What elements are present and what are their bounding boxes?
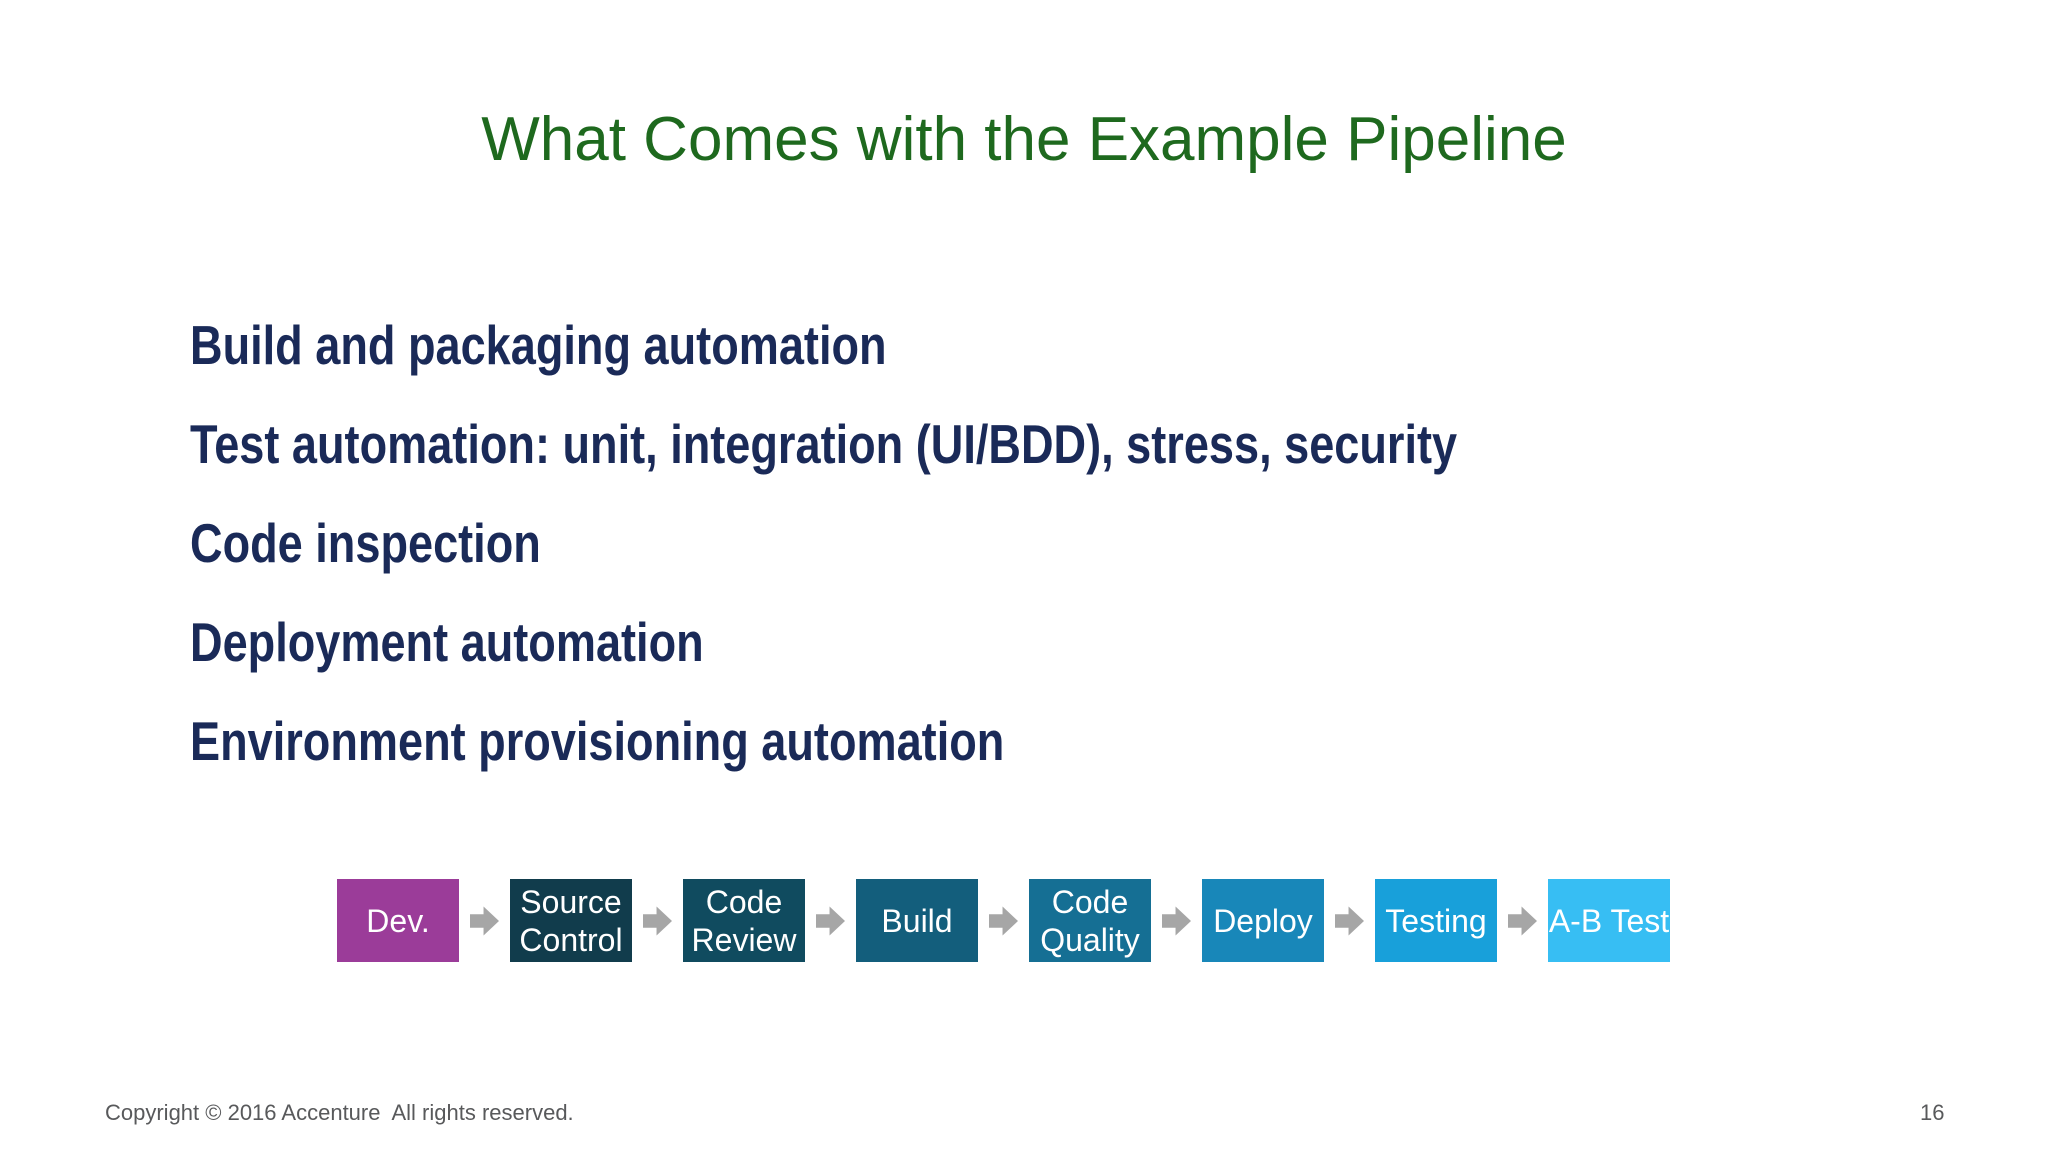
arrow-right-icon (1508, 904, 1537, 938)
pipeline-step-code-review: Code Review (683, 879, 805, 962)
pipeline-step-label: A-B Test (1548, 902, 1670, 939)
pipeline-step-testing: Testing (1375, 879, 1497, 962)
arrow-right-icon (1335, 904, 1364, 938)
pipeline-step-code-quality: Code Quality (1029, 879, 1151, 962)
pipeline-step-label: Source Control (519, 883, 623, 958)
pipeline-step-label: Build (881, 902, 953, 939)
slide-title: What Comes with the Example Pipeline (481, 105, 1567, 174)
pipeline-step-label: Testing (1385, 902, 1487, 939)
pipeline-step-source-control: Source Control (510, 879, 632, 962)
pipeline-diagram: Dev. Source Control Code Review Build Co… (337, 879, 1670, 962)
pipeline-step-deploy: Deploy (1202, 879, 1324, 962)
arrow-right-icon (816, 904, 845, 938)
arrow-right-icon (989, 904, 1018, 938)
page-number: 16 (1920, 1100, 1945, 1125)
pipeline-step-ab-test: A-B Test (1548, 879, 1670, 962)
pipeline-step-label: Code Quality (1040, 883, 1140, 958)
pipeline-step-build: Build (856, 879, 978, 962)
bullet-line: Build and packaging automation (190, 314, 887, 376)
bullet-line: Code inspection (190, 512, 541, 574)
arrow-right-icon (643, 904, 672, 938)
bullet-line: Environment provisioning automation (190, 710, 1005, 772)
pipeline-step-dev: Dev. (337, 879, 459, 962)
bullet-list: Build and packaging automation Test auto… (190, 296, 1457, 791)
copyright-text: Copyright © 2016 Accenture All rights re… (105, 1100, 574, 1125)
arrow-right-icon (470, 904, 499, 938)
pipeline-step-label: Deploy (1213, 902, 1313, 939)
bullet-line: Deployment automation (190, 611, 704, 673)
pipeline-step-label: Code Review (691, 883, 797, 958)
pipeline-step-label: Dev. (366, 902, 430, 939)
arrow-right-icon (1162, 904, 1191, 938)
bullet-line: Test automation: unit, integration (UI/B… (190, 413, 1458, 475)
